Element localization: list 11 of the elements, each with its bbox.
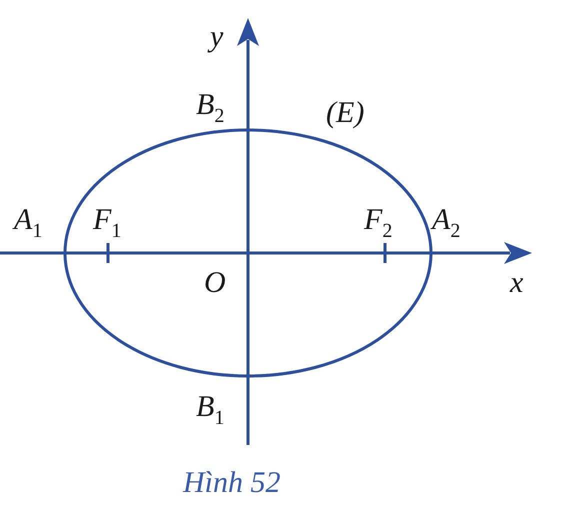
point-label: F$_{1}$ xyxy=(93,205,122,241)
point-label: B$_{2}$ xyxy=(196,90,224,126)
curve-label: (E) xyxy=(326,98,364,128)
point-label: A$_{2}$ xyxy=(432,205,460,241)
axis-label: x xyxy=(510,268,524,298)
point-label: F$_{2}$ xyxy=(364,205,392,241)
point-label: B$_{1}$ xyxy=(196,392,224,428)
origin-label: O xyxy=(204,268,226,298)
caption: Hình 52 xyxy=(183,468,280,498)
point-label: A$_{1}$ xyxy=(14,205,42,241)
axis-label: y xyxy=(210,22,224,52)
